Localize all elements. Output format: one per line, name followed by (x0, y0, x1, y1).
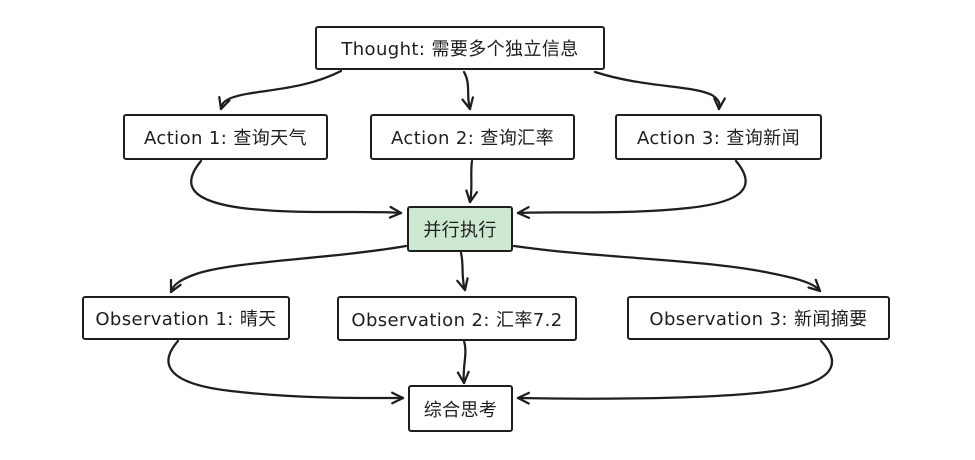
arrowhead (169, 283, 182, 294)
arrow-observation2-to-synthesis (462, 339, 467, 385)
node-observation-2-label: Observation 2: 汇率7.2 (351, 309, 563, 331)
arrow-action1-to-parallel (190, 159, 403, 215)
arrow-thought-to-action3 (593, 70, 721, 111)
arrowhead (807, 286, 822, 293)
node-observation-3-label: Observation 3: 新闻摘要 (649, 309, 868, 330)
arrowhead (516, 206, 530, 215)
arrow-action2-to-parallel (468, 159, 474, 204)
arrowhead (713, 96, 721, 111)
arrow-parallel-to-observation2 (459, 251, 467, 292)
arrow-action3-to-parallel (516, 159, 747, 215)
arrowhead (391, 396, 405, 405)
arrow-observation1-to-synthesis (167, 339, 405, 400)
arrow-thought-to-action2 (462, 70, 472, 111)
arrowhead (516, 211, 531, 220)
node-action-1-label: Action 1: 查询天气 (144, 128, 307, 149)
arrowhead (465, 189, 472, 204)
arrowhead (388, 211, 403, 219)
node-observation-1: Observation 1: 晴天 (82, 296, 290, 340)
node-action-3: Action 3: 查询新闻 (615, 114, 822, 160)
node-action-3-label: Action 3: 查询新闻 (637, 128, 800, 149)
node-thought-label: Thought: 需要多个独立信息 (341, 39, 579, 60)
node-observation-3: Observation 3: 新闻摘要 (627, 296, 890, 340)
arrow-parallel-to-observation3 (512, 244, 822, 293)
arrowhead (219, 99, 231, 111)
arrow-thought-to-action1 (219, 69, 343, 111)
arrowhead (717, 97, 726, 111)
node-observation-2: Observation 2: 汇率7.2 (337, 296, 577, 341)
node-parallel-execution-label: 并行执行 (423, 220, 497, 241)
node-synthesis-label: 综合思考 (423, 399, 498, 421)
node-observation-1-label: Observation 1: 晴天 (95, 309, 277, 330)
arrowhead (468, 191, 479, 204)
arrowhead (516, 391, 531, 400)
arrowhead (461, 98, 472, 111)
arrow-parallel-to-observation1 (169, 244, 408, 294)
node-thought: Thought: 需要多个独立信息 (315, 26, 605, 70)
arrowhead (462, 370, 470, 385)
node-synthesis: 综合思考 (408, 385, 513, 432)
arrowhead (391, 391, 405, 400)
node-action-2-label: Action 2: 查询汇率 (391, 128, 554, 149)
arrowhead (389, 205, 403, 215)
arrowhead (814, 278, 822, 293)
arrowhead (516, 396, 530, 405)
node-action-1: Action 1: 查询天气 (123, 114, 328, 160)
arrow-observation3-to-synthesis (516, 339, 833, 400)
arrowhead (218, 95, 223, 111)
arrowhead (468, 96, 475, 111)
arrowhead (456, 279, 467, 292)
node-parallel-execution: 并行执行 (407, 206, 513, 252)
node-action-2: Action 2: 查询汇率 (370, 114, 575, 160)
arrowhead (463, 277, 469, 292)
arrowhead (456, 371, 466, 385)
